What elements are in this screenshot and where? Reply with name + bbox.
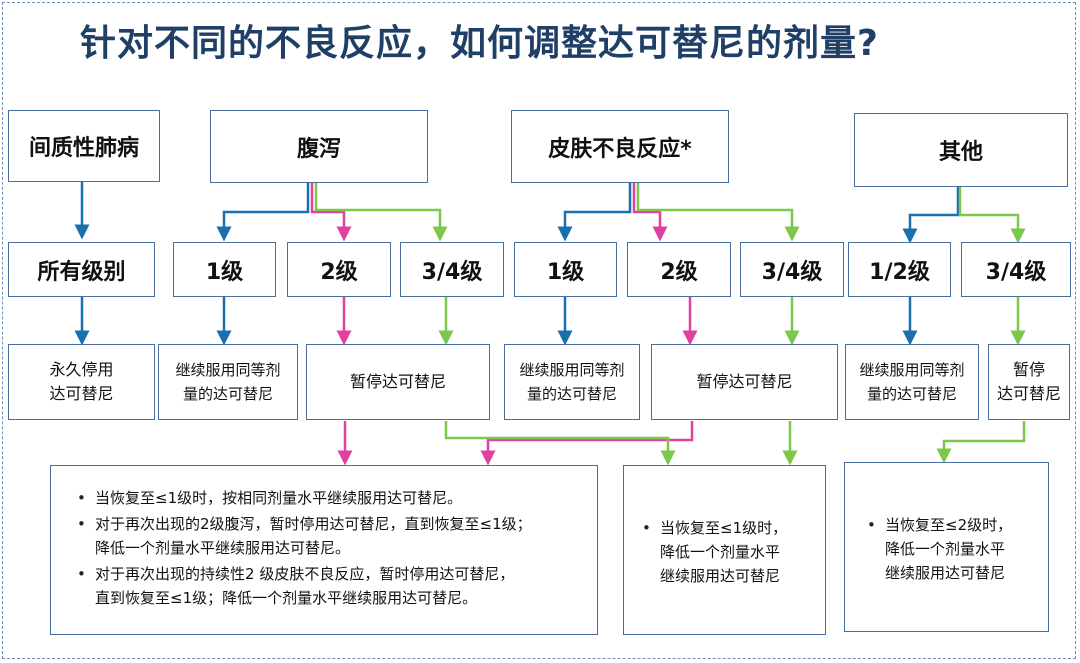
action-skin-continue: 继续服用同等剂 量的达可替尼 — [504, 344, 640, 420]
arrow-other-34 — [958, 187, 1026, 244]
level-diarrhea-1: 1级 — [173, 242, 276, 297]
result-right: 当恢复至≤2级时， 降低一个剂量水平 继续服用达可替尼 — [844, 462, 1049, 632]
level-other-34: 3/4级 — [961, 242, 1071, 297]
action-other-pause: 暂停 达可替尼 — [988, 344, 1070, 420]
result-middle-item: 当恢复至≤1级时， 降低一个剂量水平 继续服用达可替尼 — [636, 516, 787, 588]
arrow-diarrhea-34-to-middle — [444, 421, 676, 466]
result-right-item: 当恢复至≤2级时， 降低一个剂量水平 继续服用达可替尼 — [861, 513, 1012, 585]
result-left-item: 对于再次出现的2级腹泻，暂时停用达可替尼，直到恢复至≤1级； 降低一个剂量水平继… — [71, 512, 532, 560]
result-left-item: 对于再次出现的持续性2 级皮肤不良反应，暂时停用达可替尼， 直到恢复至≤1级；降… — [71, 562, 532, 610]
action-skin-pause: 暂停达可替尼 — [651, 344, 838, 420]
arrow-skin-1 — [557, 183, 632, 242]
arrow-skin-2 — [632, 183, 668, 242]
level-diarrhea-2: 2级 — [287, 242, 391, 297]
level-skin-34: 3/4级 — [740, 242, 844, 297]
header-ild: 间质性肺病 — [8, 110, 160, 182]
level-diarrhea-34: 3/4级 — [400, 242, 504, 297]
arrow-diarrhea-2 — [310, 183, 352, 242]
arrow-diarrhea-34 — [314, 183, 448, 242]
arrow-other-12 — [902, 187, 960, 244]
header-other: 其他 — [854, 113, 1068, 187]
level-skin-2: 2级 — [627, 242, 731, 297]
page-title: 针对不同的不良反应，如何调整达可替尼的剂量? — [80, 23, 879, 64]
arrow-diarrhea-1 — [216, 183, 310, 242]
header-diarrhea: 腹泻 — [210, 110, 428, 183]
result-middle: 当恢复至≤1级时， 降低一个剂量水平 继续服用达可替尼 — [623, 465, 826, 635]
level-ild-all: 所有级别 — [8, 242, 155, 297]
level-skin-1: 1级 — [514, 242, 617, 297]
result-left-item: 当恢复至≤1级时，按相同剂量水平继续服用达可替尼。 — [71, 486, 532, 510]
arrow-skin-34 — [636, 183, 800, 242]
arrow-skin-pause-to-left — [480, 421, 694, 466]
header-skin-reaction: 皮肤不良反应* — [511, 110, 729, 183]
action-diarrhea-pause: 暂停达可替尼 — [306, 344, 490, 420]
level-other-12: 1/2级 — [848, 242, 951, 297]
arrow-other-34-to-right — [936, 421, 1026, 464]
action-ild-stop: 永久停用 达可替尼 — [8, 344, 155, 420]
result-left: 当恢复至≤1级时，按相同剂量水平继续服用达可替尼。 对于再次出现的2级腹泻，暂时… — [50, 465, 598, 635]
action-diarrhea-continue: 继续服用同等剂 量的达可替尼 — [158, 344, 298, 420]
action-other-continue: 继续服用同等剂 量的达可替尼 — [845, 344, 979, 420]
